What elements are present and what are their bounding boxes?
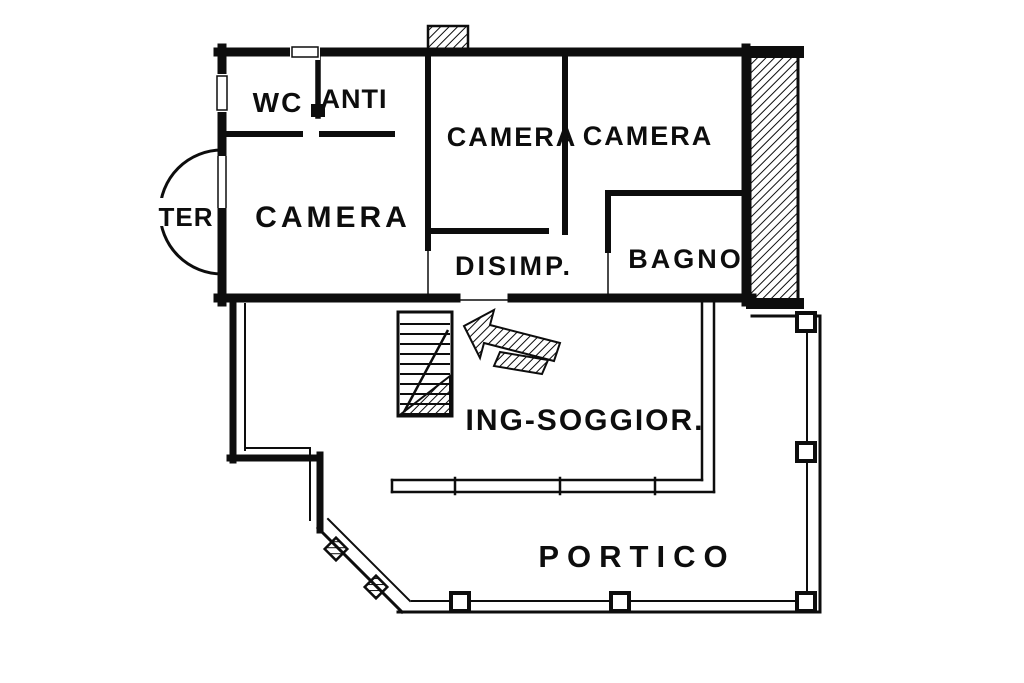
- door-leaf-mark: [311, 104, 325, 117]
- room-label-wc: WC: [253, 87, 304, 118]
- column: [362, 573, 390, 601]
- right-hatched-band: [746, 46, 804, 309]
- portico-columns: [322, 311, 817, 613]
- room-label-camera-3: CAMERA: [583, 121, 714, 151]
- column: [449, 591, 471, 613]
- window-symbol: [291, 46, 319, 58]
- room-label-camera-2: CAMERA: [447, 122, 578, 152]
- room-label-disimpegno: DISIMP.: [455, 251, 573, 281]
- upper-floor-windows: [213, 44, 320, 208]
- room-label-soggiorno: ING-SOGGIOR.: [465, 404, 704, 437]
- window-symbol: [216, 75, 228, 111]
- column: [609, 591, 631, 613]
- north-arrow-icon: [462, 308, 562, 376]
- column: [322, 535, 350, 563]
- staircase: [396, 310, 454, 418]
- room-labels: WC ANTI CAMERA CAMERA CAMERA BAGNO DISIM…: [159, 84, 744, 574]
- living-room-walls: [390, 298, 716, 496]
- window-gap: [213, 74, 231, 112]
- room-label-camera-1: CAMERA: [255, 201, 411, 234]
- column: [795, 441, 817, 463]
- room-label-anti: ANTI: [321, 84, 388, 114]
- room-label-portico: PORTICO: [538, 539, 735, 574]
- window-gap: [290, 44, 320, 60]
- terrace-balcony: [156, 148, 223, 276]
- room-label-terrazza: TER: [159, 202, 214, 232]
- column: [795, 591, 817, 613]
- column: [795, 311, 817, 333]
- room-label-bagno: BAGNO: [628, 244, 744, 274]
